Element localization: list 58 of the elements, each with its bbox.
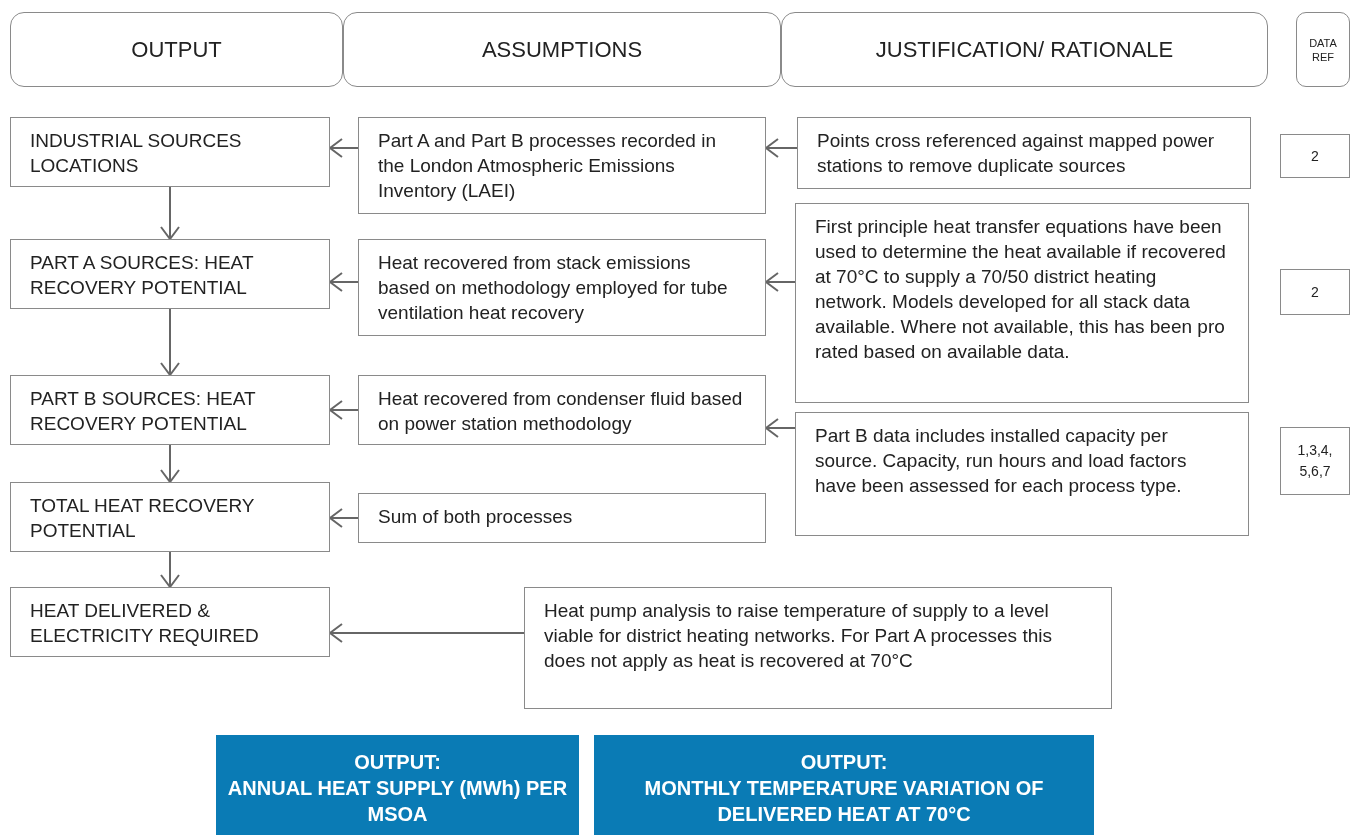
process-box	[358, 117, 766, 214]
box-text: INDUSTRIAL SOURCES LOCATIONS	[30, 129, 243, 178]
arrow	[160, 186, 180, 240]
process-box	[795, 203, 1249, 403]
reference-box	[1280, 427, 1350, 495]
box-text: PART A SOURCES: HEAT RECOVERY POTENTIAL	[30, 251, 255, 300]
box-text: HEAT DELIVERED & ELECTRICITY REQUIRED	[30, 599, 260, 648]
box-text: JUSTIFICATION/ RATIONALE	[875, 36, 1174, 64]
process-box	[10, 375, 330, 445]
arrow	[329, 400, 359, 420]
box-text: 2	[1311, 282, 1319, 302]
box-text: ANNUAL HEAT SUPPLY (MWh) PER MSOA	[226, 776, 569, 827]
box-text: Points cross referenced against mapped power stations to remove duplicate sources	[817, 129, 1216, 178]
box-text: 2	[1311, 146, 1319, 166]
process-box	[10, 117, 330, 187]
output-box	[216, 735, 579, 835]
process-box	[10, 587, 330, 657]
box-text: DATA REF	[1308, 35, 1338, 64]
box-text: Heat pump analysis to raise temperature of supply to a level viable for district heating networks. For Part A processes this does not apply as heat is recovered at 70°C	[544, 599, 1053, 673]
box-text: Part A and Part B processes recorded in the London Atmospheric Emissions Inventory (LAEI)	[378, 129, 717, 203]
arrow	[765, 272, 796, 292]
process-box	[797, 117, 1251, 189]
process-box	[358, 375, 766, 445]
box-text: PART B SOURCES: HEAT RECOVERY POTENTIAL	[30, 387, 257, 436]
process-box	[358, 493, 766, 543]
process-box	[10, 482, 330, 552]
box-text: Sum of both processes	[378, 505, 574, 529]
process-box	[10, 239, 330, 309]
arrow	[765, 138, 798, 158]
process-box	[795, 412, 1249, 536]
arrow	[329, 508, 359, 528]
box-text: MONTHLY TEMPERATURE VARIATION OF DELIVERED HEAT AT 70°C	[643, 776, 1045, 827]
column-header	[343, 12, 781, 87]
process-box	[358, 239, 766, 336]
box-text: Heat recovered from condenser fluid based on power station methodology	[378, 387, 744, 436]
box-text: TOTAL HEAT RECOVERY POTENTIAL	[30, 494, 256, 543]
reference-box	[1280, 269, 1350, 315]
box-text: OUTPUT	[131, 36, 222, 64]
arrow	[160, 551, 180, 588]
arrow	[160, 308, 180, 376]
arrow	[329, 138, 359, 158]
column-header	[10, 12, 343, 87]
arrow	[160, 444, 180, 483]
process-box	[524, 587, 1112, 709]
arrow	[765, 418, 796, 438]
box-text: ASSUMPTIONS	[481, 36, 643, 64]
column-header	[781, 12, 1268, 87]
arrow	[329, 272, 359, 292]
output-box	[594, 735, 1094, 835]
arrow	[329, 623, 525, 643]
column-header	[1296, 12, 1350, 87]
box-text: Heat recovered from stack emissions based on methodology employed for tube ventilation heat recovery	[378, 251, 729, 325]
box-text: OUTPUT:	[800, 750, 888, 775]
reference-box	[1280, 134, 1350, 178]
box-text: Part B data includes installed capacity per source. Capacity, run hours and load factors have been assessed for each process type.	[815, 424, 1188, 498]
box-text: First principle heat transfer equations have been used to determine the heat available if recovered at 70°C to supply a 70/50 district heating network. Models developed for all stack data available. Where not available, this has been pro rated based on available data.	[815, 215, 1227, 364]
box-text: OUTPUT:	[354, 750, 441, 775]
box-text: 1,3,4, 5,6,7	[1296, 441, 1334, 481]
